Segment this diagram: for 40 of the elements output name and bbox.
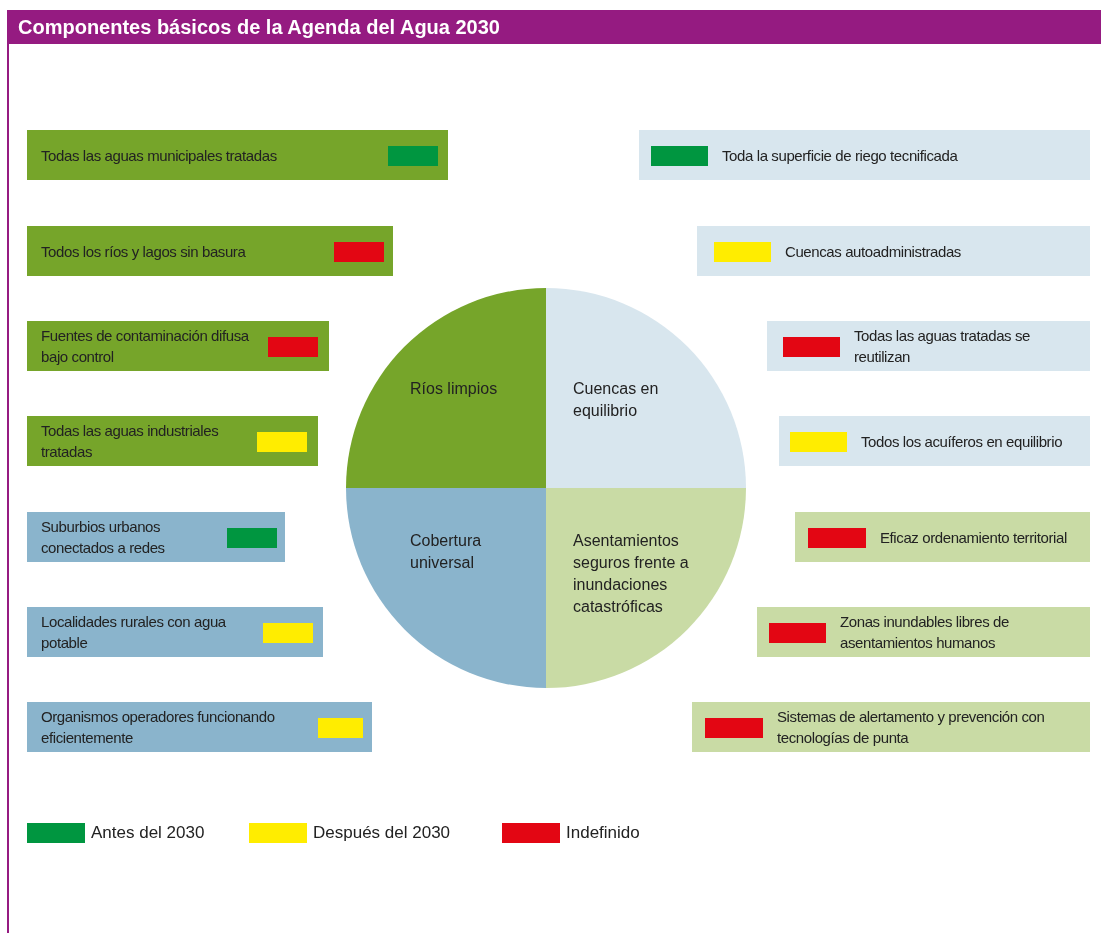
sector-label: Ríos limpios xyxy=(410,379,499,399)
goal-label: Todos los acuíferos en equilibrio xyxy=(861,431,1063,452)
goal-label: Todas las aguas industriales tratadas xyxy=(41,421,220,462)
quadrant-sector xyxy=(346,488,546,688)
goal-box xyxy=(27,321,329,371)
goal-label: Eficaz ordenamiento territorial xyxy=(880,527,1067,548)
sector-label: Asentamientos seguros frente a inundaciones catastróficas xyxy=(573,531,690,617)
goal-box xyxy=(767,321,1090,371)
goal-box xyxy=(27,416,318,466)
legend-label: Indefinido xyxy=(566,822,640,844)
goal-box xyxy=(692,702,1090,752)
goal-box xyxy=(639,130,1090,180)
quadrant-sector xyxy=(546,488,746,688)
goal-box xyxy=(27,130,448,180)
goal-label: Todas las aguas municipales tratadas xyxy=(41,145,277,166)
goal-label: Suburbios urbanos conectados a redes xyxy=(41,517,166,558)
goal-box xyxy=(757,607,1090,657)
quadrant-sector xyxy=(346,288,546,488)
goal-box xyxy=(27,512,285,562)
goal-box xyxy=(27,226,393,276)
goal-box xyxy=(779,416,1090,466)
goal-label: Sistemas de alertamento y prevención con tecnologías de punta xyxy=(777,707,1046,748)
quadrant-sector xyxy=(546,288,746,488)
goal-label: Toda la superficie de riego tecnificada xyxy=(722,145,958,166)
goal-box xyxy=(27,702,372,752)
legend-label: Antes del 2030 xyxy=(91,822,205,844)
goal-label: Zonas inundables libres de asentamientos humanos xyxy=(840,612,1010,653)
goal-box xyxy=(697,226,1090,276)
goal-label: Cuencas autoadministradas xyxy=(785,241,961,262)
goal-label: Todos los ríos y lagos sin basura xyxy=(41,241,246,262)
title-bar: Componentes básicos de la Agenda del Agua 2030 xyxy=(7,10,1101,44)
sector-label: Cuencas en equilibrio xyxy=(573,379,660,421)
goal-box xyxy=(795,512,1090,562)
goal-label: Localidades rurales con agua potable xyxy=(41,612,227,653)
goal-label: Fuentes de contaminación difusa bajo control xyxy=(41,326,250,367)
goal-label: Organismos operadores funcionando eficientemente xyxy=(41,707,276,748)
goal-box xyxy=(27,607,323,657)
goal-label: Todas las aguas tratadas se reutilizan xyxy=(854,326,1031,367)
sector-label: Cobertura universal xyxy=(410,531,483,573)
legend-label: Después del 2030 xyxy=(313,822,451,844)
